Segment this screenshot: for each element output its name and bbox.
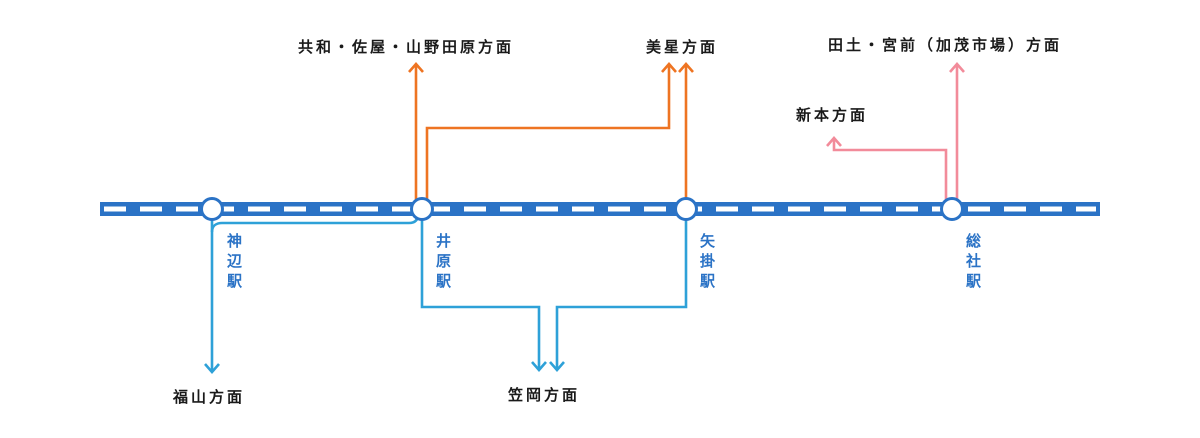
route-yakake-kasaoka	[555, 209, 688, 370]
station-yakake-marker[interactable]	[674, 197, 698, 221]
station-label-char: 掛	[700, 252, 715, 270]
station-label-char: 駅	[965, 272, 982, 290]
station-label-char: 駅	[435, 272, 452, 290]
main-railway-line	[100, 202, 1100, 216]
arrow-down-icon	[204, 363, 220, 374]
arrow-up-icon	[408, 62, 424, 73]
station-label-char: 駅	[226, 272, 243, 290]
station-kannabe-marker[interactable]	[200, 197, 224, 221]
destination-fukuyama: 福山方面	[172, 388, 245, 406]
arrow-down-icon	[531, 361, 547, 372]
station-label-char: 原	[436, 252, 451, 270]
station-ibara-marker[interactable]	[410, 197, 434, 221]
station-label-ibara: 井 原 駅	[435, 232, 452, 290]
station-label-yakake: 矢 掛 駅	[699, 232, 716, 290]
arrow-up-icon	[826, 136, 842, 147]
arrow-up-icon	[678, 62, 694, 73]
arrow-up-icon	[949, 62, 965, 73]
destination-niimoto: 新本方面	[796, 106, 868, 124]
station-label-soja: 総 社 駅	[965, 232, 982, 290]
route-soja-niimoto	[832, 138, 948, 209]
station-soja-marker[interactable]	[940, 197, 964, 221]
route-ibara-kasaoka	[420, 209, 541, 370]
destination-tado: 田土・宮前（加茂市場）方面	[828, 36, 1062, 54]
station-label-char: 矢	[700, 232, 716, 250]
station-label-char: 社	[965, 252, 981, 270]
station-label-char: 総	[966, 232, 981, 250]
destination-kyowa: 共和・佐屋・山野田原方面	[298, 38, 514, 56]
destination-kasaoka: 笠岡方面	[507, 386, 580, 404]
route-ibara-bisei	[425, 64, 671, 209]
station-label-char: 駅	[699, 272, 716, 290]
station-label-char: 辺	[227, 252, 243, 270]
route-kannabe-ibara	[210, 213, 420, 233]
arrow-up-icon	[661, 62, 677, 73]
station-label-char: 井	[436, 232, 451, 250]
station-label-char: 神	[227, 232, 242, 250]
arrow-down-icon	[549, 361, 565, 372]
destination-bisei: 美星方面	[646, 38, 718, 56]
station-label-kannabe: 神 辺 駅	[226, 232, 243, 290]
